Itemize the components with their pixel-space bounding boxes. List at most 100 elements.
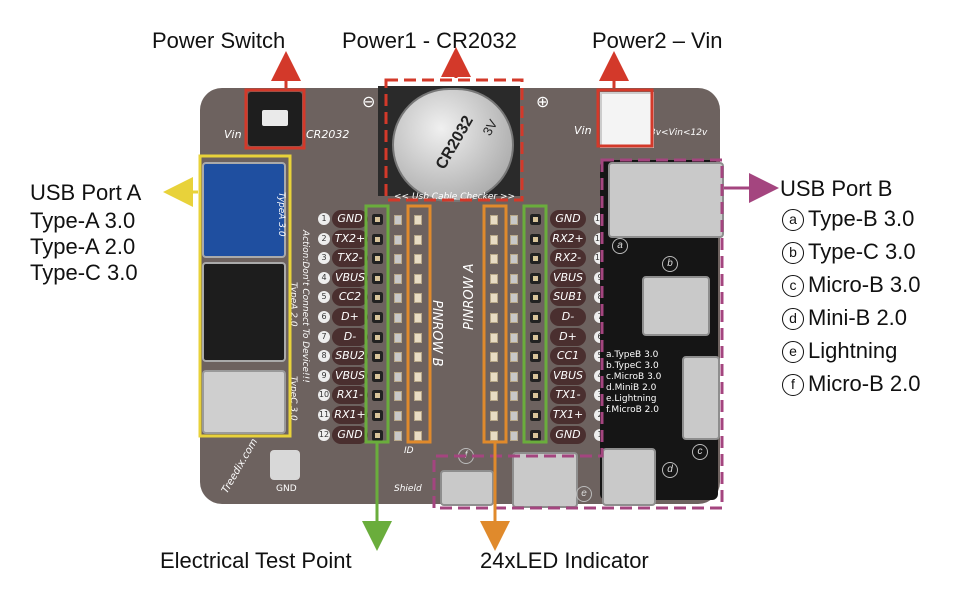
- test-point-pin[interactable]: [372, 312, 383, 323]
- pin-number: 7: [318, 330, 330, 343]
- usb-port-a-item: Type-C 3.0: [30, 260, 138, 285]
- usb-port-a-label: USB Port A: [30, 180, 142, 205]
- board-port-mark: a: [612, 238, 628, 254]
- port-letter-badge: f: [782, 374, 804, 396]
- test-point-pin[interactable]: [372, 272, 383, 284]
- led-indicator: [490, 313, 498, 323]
- led-indicator: [414, 254, 422, 265]
- usb-a-2-0-port[interactable]: [202, 262, 286, 362]
- resistor: [510, 273, 518, 284]
- usb-c-3-0-port[interactable]: [202, 370, 286, 434]
- resistor: [394, 332, 402, 343]
- test-point-pin[interactable]: [372, 214, 383, 225]
- vin-connector[interactable]: [600, 92, 654, 148]
- pin-label: RX1+: [332, 406, 368, 424]
- test-point-pin[interactable]: [530, 410, 541, 421]
- port-type-label: Mini-B 2.0: [808, 305, 908, 330]
- left-note-type-c30: TypeC 3.0: [288, 376, 298, 421]
- pin-number: 9: [318, 369, 330, 382]
- pin-label: D+: [550, 327, 586, 346]
- test-point-pin[interactable]: [530, 390, 541, 402]
- usb-a-3-0-port[interactable]: [202, 162, 286, 258]
- port-type-label: Type-B 3.0: [808, 206, 915, 231]
- resistor: [394, 273, 402, 284]
- test-point-pin[interactable]: [372, 429, 383, 441]
- test-point-pin[interactable]: [530, 233, 541, 245]
- resistor: [510, 234, 518, 245]
- power-switch-label: Power Switch: [152, 28, 286, 53]
- resistor: [394, 411, 402, 421]
- checker-title: << Usb Cable Checker >>: [394, 192, 516, 202]
- port-letter-badge: a: [782, 209, 804, 231]
- port-letter-badge: e: [782, 341, 804, 363]
- pin-number: 2: [318, 232, 330, 245]
- pin-label: TX2+: [332, 229, 368, 248]
- test-point-pin[interactable]: [530, 253, 541, 265]
- test-point-pin[interactable]: [372, 370, 383, 382]
- test-point-pin[interactable]: [372, 233, 383, 245]
- test-point-pin[interactable]: [530, 429, 541, 441]
- test-point-pin[interactable]: [530, 214, 541, 225]
- led-indicator: [490, 411, 498, 421]
- resistor: [394, 391, 402, 402]
- test-point-pin[interactable]: [530, 370, 541, 382]
- resistor: [510, 332, 518, 343]
- test-point-pin[interactable]: [530, 331, 541, 343]
- led-indicator: [490, 273, 498, 284]
- resistor: [510, 352, 518, 363]
- pin-label: RX2+: [550, 229, 586, 248]
- pin-number: 12: [318, 428, 330, 441]
- test-point-pin[interactable]: [530, 351, 541, 363]
- led-indicator: [414, 352, 422, 363]
- led-indicator: [490, 371, 498, 382]
- test-point-pin[interactable]: [372, 253, 383, 265]
- port-type-label: Micro-B 3.0: [808, 272, 921, 297]
- usb-type-c-3-0-port[interactable]: [642, 276, 710, 336]
- led-indicator: [414, 313, 422, 323]
- usb-type-b-3-0-port[interactable]: [608, 162, 724, 238]
- usb-port-a-item: Type-A 2.0: [30, 234, 136, 259]
- usb-micro-b-2-0-port[interactable]: [440, 470, 494, 506]
- pin-number: 10: [318, 389, 330, 402]
- pin-label: GND: [550, 425, 586, 444]
- usb-lightning-port[interactable]: [512, 452, 578, 508]
- port-type-label: Type-C 3.0: [808, 239, 916, 264]
- led-indicator: [490, 430, 498, 441]
- test-point-pin[interactable]: [372, 331, 383, 343]
- port-type-label: Micro-B 2.0: [808, 371, 921, 396]
- pinrow-b-label: PINROW B: [429, 300, 444, 367]
- test-point-pin[interactable]: [530, 292, 541, 304]
- pin-label: SUB1: [550, 288, 586, 307]
- resistor: [510, 411, 518, 421]
- pin-label: VBUS: [332, 366, 368, 385]
- test-point-pin[interactable]: [530, 272, 541, 284]
- led-indicator: [490, 254, 498, 265]
- gnd-text: GND: [276, 484, 297, 494]
- minus-sign: ⊖: [362, 92, 376, 111]
- resistor: [510, 371, 518, 382]
- power-switch-slider[interactable]: [262, 110, 288, 126]
- pin-number: 4: [318, 271, 330, 284]
- pin-label: SBU2: [332, 347, 368, 366]
- board-port-list-item: f.MicroB 2.0: [606, 405, 659, 415]
- led-indicator: [414, 371, 422, 382]
- led-indicator: [490, 215, 498, 225]
- pin-number: 1: [318, 213, 330, 225]
- pin-label: VBUS: [550, 366, 586, 385]
- test-point-pin[interactable]: [372, 292, 383, 304]
- resistor: [394, 234, 402, 245]
- test-point-pin[interactable]: [372, 351, 383, 363]
- test-point-pin[interactable]: [372, 410, 383, 421]
- test-point-pin[interactable]: [372, 390, 383, 402]
- usb-mini-b-2-0-port[interactable]: [602, 448, 656, 506]
- port-letter-badge: d: [782, 308, 804, 330]
- usb-micro-b-3-0-port[interactable]: [682, 356, 720, 440]
- led-indicator: [414, 273, 422, 284]
- test-point-pin[interactable]: [530, 312, 541, 323]
- gnd-pad: [270, 450, 300, 480]
